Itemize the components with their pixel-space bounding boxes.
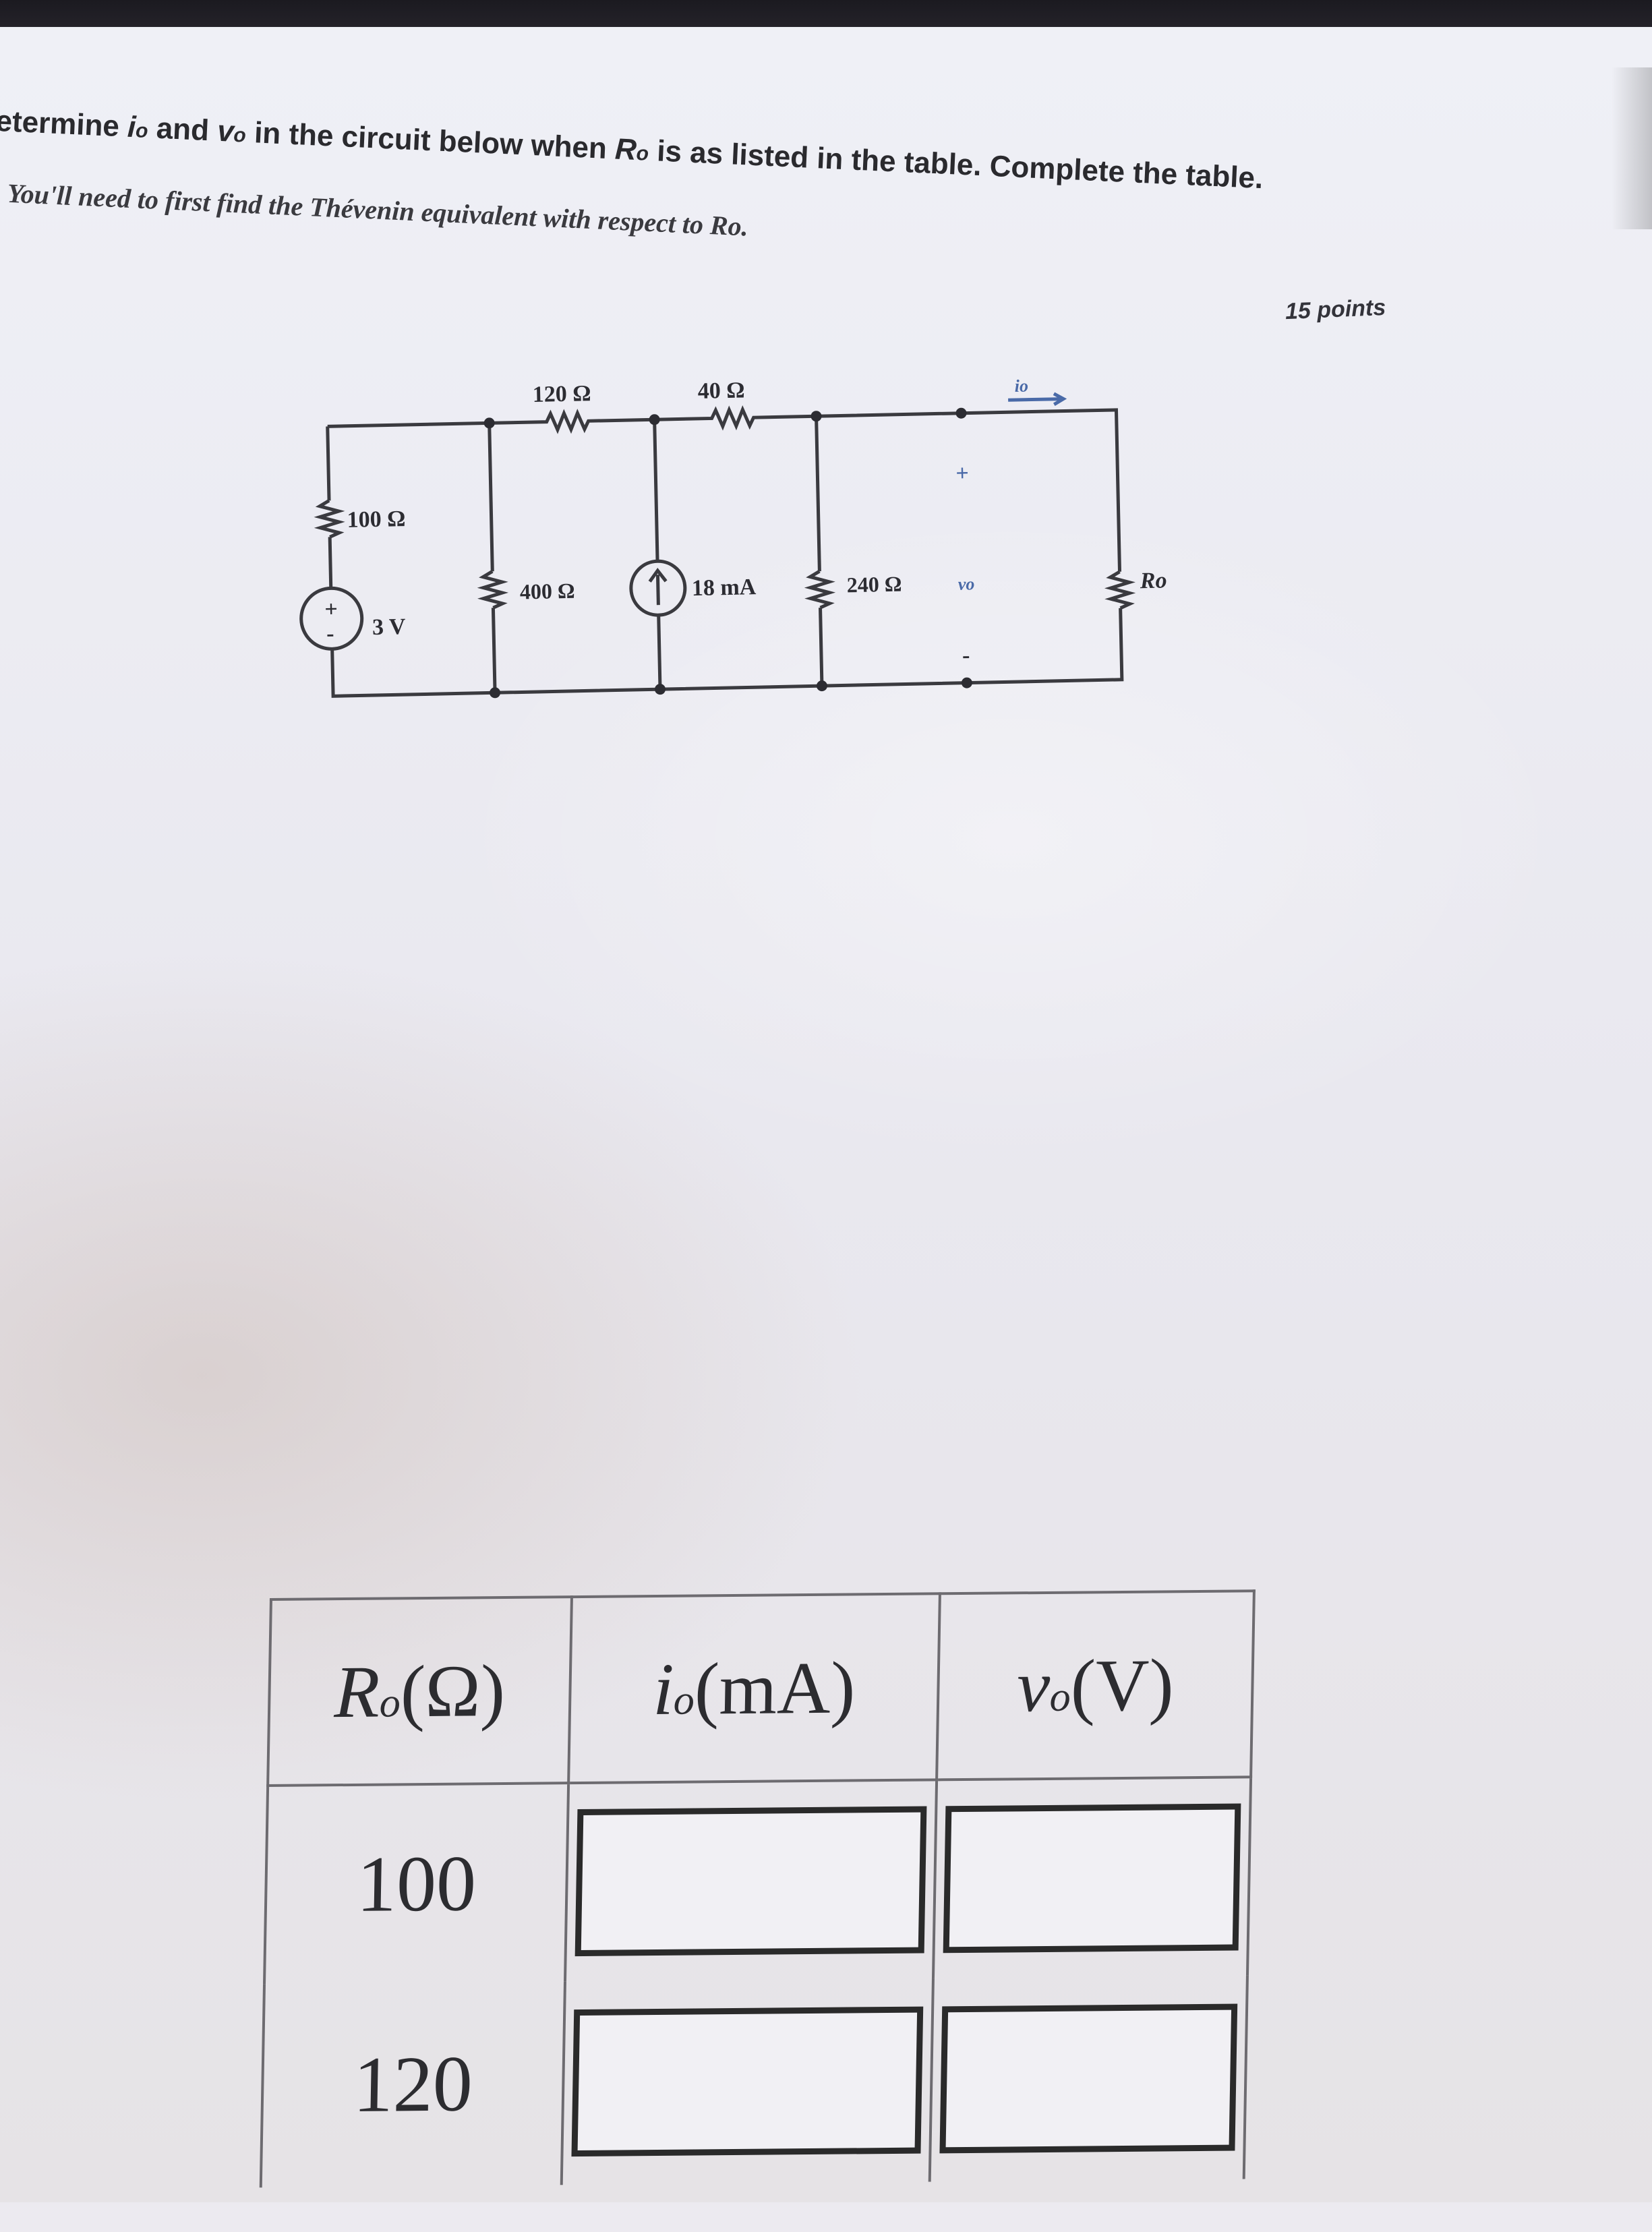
label-io: io bbox=[1014, 376, 1028, 396]
label-240-ohm: 240 Ω bbox=[846, 572, 902, 597]
resistor-100-zigzag bbox=[314, 499, 345, 539]
page-edge-shadow bbox=[1612, 67, 1652, 229]
wire-node1-top bbox=[488, 423, 494, 572]
vo-plus: + bbox=[955, 461, 969, 486]
label-400-ohm: 400 Ω bbox=[520, 579, 575, 604]
var-vo: vo bbox=[216, 114, 247, 148]
wire-bottom-return bbox=[495, 608, 1124, 695]
wire-left-top bbox=[326, 426, 331, 501]
resistor-120-zigzag bbox=[489, 409, 655, 434]
header-vo: vo(V) bbox=[937, 1591, 1254, 1780]
answer-table-wrap: Ro(Ω) io(mA) vo(V) 100 120 bbox=[259, 1589, 1322, 2232]
label-ro: Ro bbox=[1139, 568, 1167, 593]
node-dot bbox=[655, 684, 666, 695]
label-3-volt: 3 V bbox=[372, 614, 407, 640]
io-arrow-head bbox=[1053, 392, 1067, 406]
wire-node2-top bbox=[653, 419, 659, 562]
wire-node3-top bbox=[815, 416, 821, 572]
problem-statement: etermine io and vo in the circuit below … bbox=[0, 105, 1264, 196]
circuit-diagram: 100 Ω + - 3 V 120 Ω 40 Ω 400 Ω 18 mA 240… bbox=[283, 376, 1173, 742]
voltage-source-plus: + bbox=[324, 597, 338, 622]
voltage-source-circle bbox=[299, 586, 364, 651]
wire-node3-bottom bbox=[819, 608, 824, 686]
current-source-arrow-head bbox=[648, 568, 668, 583]
wire-left-bottom bbox=[330, 649, 496, 698]
label-120-ohm: 120 Ω bbox=[532, 381, 591, 407]
io-answer-cell bbox=[564, 1780, 937, 1982]
circuit-svg: 100 Ω + - 3 V 120 Ω 40 Ω 400 Ω 18 mA 240… bbox=[299, 376, 1167, 699]
wire-node1-bottom bbox=[491, 608, 497, 693]
worksheet-page: etermine io and vo in the circuit below … bbox=[0, 27, 1652, 2202]
voltage-source-minus: - bbox=[326, 621, 334, 646]
header-io: io(mA) bbox=[568, 1593, 940, 1784]
statement-prefix: etermine bbox=[0, 104, 121, 144]
io-arrow bbox=[1008, 397, 1063, 402]
resistor-40-zigzag bbox=[654, 405, 817, 431]
table-row: 120 bbox=[260, 1975, 1247, 2188]
answer-table: Ro(Ω) io(mA) vo(V) 100 120 bbox=[260, 1589, 1256, 2188]
problem-header: etermine io and vo in the circuit below … bbox=[0, 27, 1650, 425]
label-vo: vo bbox=[958, 574, 975, 594]
node-dot bbox=[816, 680, 827, 692]
node-dot bbox=[483, 417, 495, 429]
statement-mid: in the circuit below when bbox=[254, 116, 608, 165]
label-40-ohm: 40 Ω bbox=[697, 378, 744, 403]
ro-value-cell: 120 bbox=[260, 1981, 565, 2188]
io-answer-box[interactable] bbox=[571, 2006, 924, 2157]
resistor-240-zigzag bbox=[804, 570, 836, 610]
current-source-circle bbox=[629, 559, 687, 617]
var-io: io bbox=[127, 110, 149, 144]
vo-answer-box[interactable] bbox=[943, 1803, 1241, 1954]
header-ro: Ro(Ω) bbox=[268, 1597, 572, 1786]
io-answer-box[interactable] bbox=[574, 1806, 927, 1957]
resistor-ro-zigzag bbox=[1104, 570, 1136, 610]
wire-left-mid bbox=[328, 537, 333, 589]
vo-answer-cell bbox=[933, 1777, 1251, 1978]
node-dot bbox=[490, 687, 501, 699]
wire-node2-bottom bbox=[657, 615, 662, 690]
wire-top-1 bbox=[327, 421, 490, 428]
node-dot bbox=[955, 407, 967, 419]
statement-end: is as listed in the table. Complete the … bbox=[656, 134, 1264, 196]
table-header-row: Ro(Ω) io(mA) vo(V) bbox=[268, 1591, 1254, 1786]
ro-value-cell: 100 bbox=[264, 1783, 569, 1985]
io-answer-cell bbox=[561, 1978, 933, 2185]
resistor-400-zigzag bbox=[477, 570, 509, 610]
wire-to-ro bbox=[816, 408, 1122, 572]
label-100-ohm: 100 Ω bbox=[347, 506, 405, 533]
vo-answer-cell bbox=[929, 1975, 1247, 2182]
points-label: 15 points bbox=[1285, 294, 1386, 325]
vo-answer-box[interactable] bbox=[939, 2003, 1238, 2154]
node-dot bbox=[649, 414, 660, 425]
var-ro: Ro bbox=[614, 132, 649, 167]
vo-minus: - bbox=[962, 643, 970, 668]
node-dot bbox=[810, 411, 822, 422]
node-dot bbox=[961, 677, 972, 688]
and-word: and bbox=[155, 111, 210, 148]
table-row: 100 bbox=[264, 1777, 1251, 1985]
label-18-ma: 18 mA bbox=[691, 575, 757, 601]
instruction-text: You'll need to first find the Thévenin e… bbox=[6, 177, 749, 242]
current-source-arrow-shaft bbox=[655, 575, 660, 606]
